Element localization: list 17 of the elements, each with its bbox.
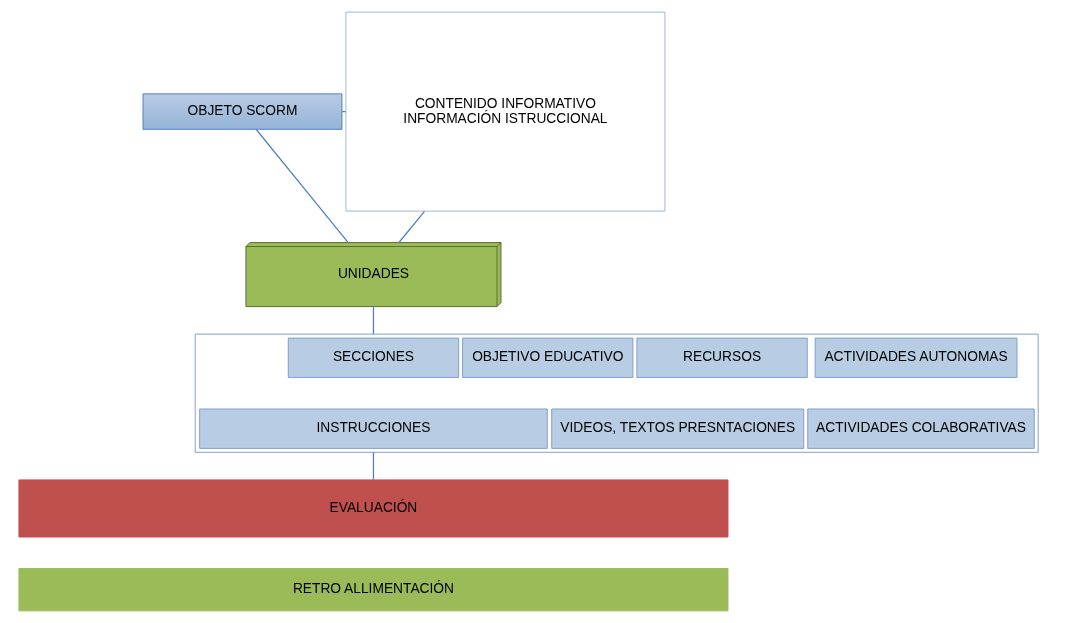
node-box: SECCIONES [287, 337, 460, 378]
connector [372, 451, 375, 481]
cluster [194, 333, 1039, 453]
node-box: CONTENIDO INFORMATIVO INFORMACIÓN ISTRUCCIONAL [345, 11, 666, 212]
connector [372, 306, 375, 335]
node-box: RECURSOS [636, 337, 808, 378]
node-box: RETRO ALLIMENTACIÓN [18, 568, 729, 612]
connector [255, 128, 349, 243]
connector [398, 210, 426, 244]
node-box: ACTIVIDADES AUTONOMAS [814, 337, 1018, 378]
node-box: OBJETIVO EDUCATIVO [462, 337, 634, 378]
node-box: VIDEOS, TEXTOS PRESNTACIONES [551, 408, 805, 449]
node-box: EVALUACIÓN [18, 479, 729, 538]
connector [341, 110, 347, 113]
node-box: INSTRUCCIONES [199, 408, 548, 449]
node-box: OBJETO SCORM [142, 93, 343, 130]
node-box: ACTIVIDADES COLABORATIVAS [807, 408, 1035, 449]
